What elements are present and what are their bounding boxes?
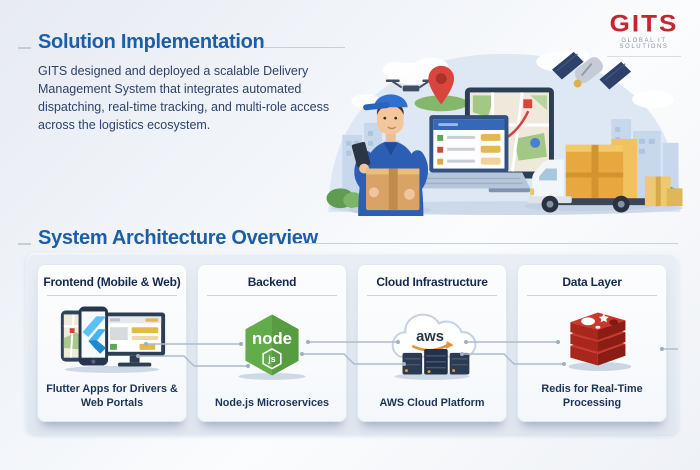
card-cloud-infrastructure: Cloud Infrastructure aws — [357, 264, 507, 422]
gits-logo: GITS GLOBAL IT SOLUTIONS — [599, 10, 689, 57]
nodejs-icon: node js — [238, 314, 306, 381]
satellite-icon — [551, 51, 632, 90]
card-title: Cloud Infrastructure — [376, 275, 488, 289]
ground-shadow — [330, 201, 683, 216]
intro-paragraph: GITS designed and deployed a scalable De… — [38, 64, 330, 133]
card-caption: AWS Cloud Platform — [379, 397, 485, 410]
delivery-illustration — [316, 40, 692, 218]
bush-icon — [326, 186, 680, 209]
heading-dash — [18, 243, 31, 245]
card-divider — [366, 295, 498, 296]
heading-rule — [294, 243, 678, 244]
logo-divider — [607, 56, 681, 57]
sky-dome — [328, 53, 681, 213]
city-skyline — [342, 119, 679, 201]
heading-rule — [263, 47, 345, 48]
page-title: Solution Implementation — [38, 31, 265, 53]
aws-label: aws — [416, 329, 444, 345]
node-js-label: js — [267, 354, 275, 364]
package-boxes — [644, 176, 683, 207]
card-title: Data Layer — [562, 275, 622, 289]
card-divider — [526, 295, 658, 296]
map-monitor — [464, 87, 554, 193]
map-patch — [414, 95, 468, 112]
card-title: Frontend (Mobile & Web) — [43, 275, 181, 289]
redis-layer — [570, 312, 626, 340]
server-racks — [402, 349, 470, 375]
architecture-title: System Architecture Overview — [38, 227, 318, 249]
gits-logo-tagline: GLOBAL IT SOLUTIONS — [619, 38, 669, 50]
delivery-truck-icon — [524, 138, 651, 213]
flutter-devices-icon — [60, 306, 166, 373]
node-label: node — [252, 329, 292, 348]
architecture-panel: Frontend (Mobile & Web) — [26, 253, 678, 434]
card-divider — [206, 295, 338, 296]
cloud-icon — [351, 48, 674, 109]
heading-dash — [18, 47, 31, 49]
card-divider — [46, 295, 178, 296]
redis-icon — [568, 312, 632, 371]
card-data-layer: Data Layer — [517, 264, 667, 422]
location-pin-icon — [428, 65, 455, 105]
card-caption: Redis for Real-Time Processing — [541, 382, 643, 410]
card-caption: Flutter Apps for Drivers & Web Portals — [46, 382, 178, 410]
card-title: Backend — [247, 275, 297, 289]
card-frontend: Frontend (Mobile & Web) — [37, 264, 187, 422]
card-backend: Backend node js Node.js Microservices — [197, 264, 347, 422]
card-caption: Node.js Microservices — [214, 397, 330, 410]
drone-icon — [385, 79, 437, 92]
gits-logo-text: GITS — [609, 9, 679, 37]
laptop-dashboard — [407, 115, 531, 189]
aws-cloud-icon: aws — [391, 313, 477, 381]
